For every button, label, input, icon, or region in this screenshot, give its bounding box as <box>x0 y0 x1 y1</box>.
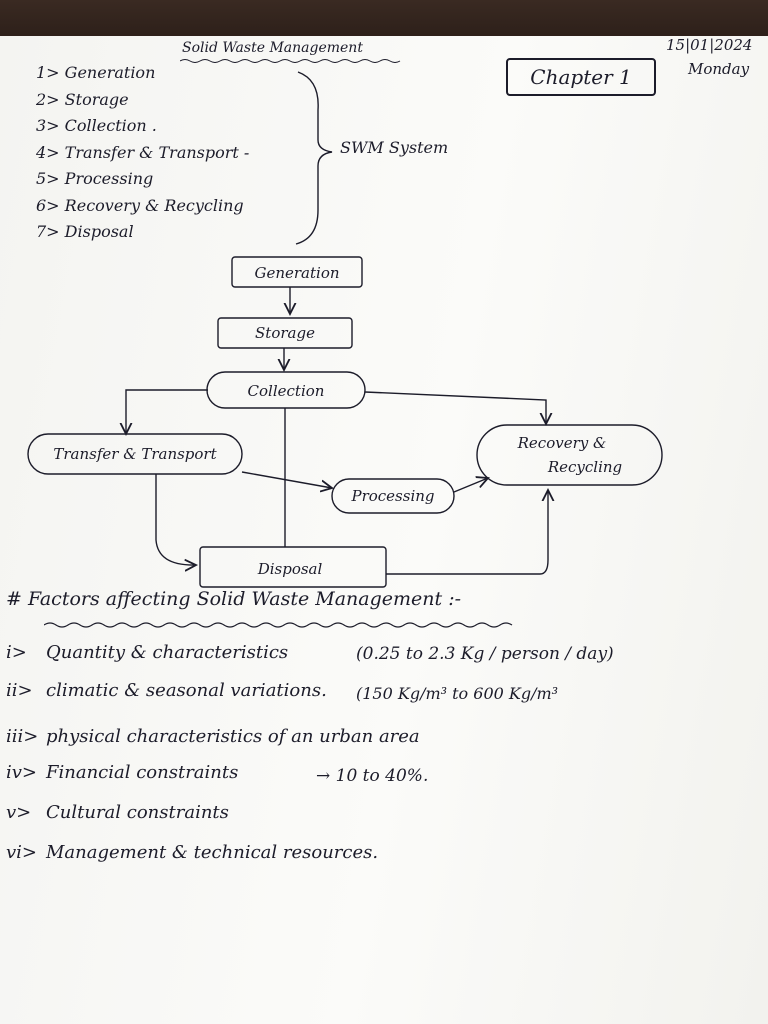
page-title: Solid Waste Management <box>182 40 363 56</box>
arrow-processing-recovery <box>453 478 488 493</box>
factor-number: i> <box>6 642 27 663</box>
factor-number: iii> <box>6 726 39 747</box>
factors-heading: # Factors affecting Solid Waste Manageme… <box>6 588 462 610</box>
factor-text: physical characteristics of an urban are… <box>46 726 420 747</box>
factor-text: Cultural constraints <box>46 802 229 823</box>
list-item: v> Cultural constraints <box>6 802 229 823</box>
list-item: 1> Generation <box>36 63 156 82</box>
page-day: Monday <box>688 60 750 78</box>
notebook-edge <box>0 0 768 40</box>
factor-text: Management & technical resources. <box>46 842 379 863</box>
disposal-label: Disposal <box>257 560 323 578</box>
factor-number: iv> <box>6 762 38 783</box>
factor-text: Financial constraints <box>46 762 239 783</box>
processing-label: Processing <box>350 487 434 505</box>
chapter-box: Chapter 1 <box>506 58 656 96</box>
transfer-box <box>27 433 243 475</box>
disposal-box <box>199 546 387 588</box>
factor-note: (0.25 to 2.3 Kg / person / day) <box>356 644 614 664</box>
list-item: ii> climatic & seasonal variations. <box>6 680 327 701</box>
title-underline <box>180 59 401 63</box>
arrow-collection-transfer <box>126 389 208 434</box>
chapter-label: Chapter 1 <box>530 65 632 89</box>
swm-elements-list: 1> Generation 2> Storage 3> Collection .… <box>36 60 249 246</box>
list-item: iii> physical characteristics of an urban… <box>6 726 420 747</box>
list-item: i> Quantity & characteristics <box>6 642 288 663</box>
list-item: 5> Processing <box>36 169 154 188</box>
recovery-label-line1: Recovery & <box>517 434 607 452</box>
heading-underline <box>44 622 513 628</box>
generation-box <box>231 256 363 288</box>
arrow-transfer-disposal <box>155 474 196 565</box>
swm-system-label: SWM System <box>340 138 449 157</box>
arrow-collection-recovery <box>364 391 546 424</box>
list-item: 4> Transfer & Transport - <box>36 142 250 162</box>
factor-text: Quantity & characteristics <box>46 642 289 663</box>
list-item: 7> Disposal <box>36 222 134 241</box>
factor-text: climatic & seasonal variations. <box>46 680 327 701</box>
generation-label: Generation <box>254 264 339 282</box>
list-item: 3> Collection . <box>36 116 157 135</box>
recovery-label-line2: Recycling <box>547 458 622 476</box>
storage-box <box>217 317 353 349</box>
recovery-box <box>476 424 663 486</box>
processing-box <box>331 478 455 514</box>
factor-number: ii> <box>6 680 33 701</box>
notebook-page <box>0 36 768 1024</box>
factor-note: (150 Kg/m³ to 600 Kg/m³ <box>356 684 559 703</box>
list-item: vi> Management & technical resources. <box>6 842 378 863</box>
storage-label: Storage <box>255 324 315 342</box>
transfer-label: Transfer & Transport <box>53 445 217 463</box>
list-item: 2> Storage <box>36 89 129 109</box>
factor-note: → 10 to 40%. <box>316 766 429 786</box>
factor-number: vi> <box>6 842 38 863</box>
collection-label: Collection <box>248 382 325 400</box>
list-item: iv> Financial constraints <box>6 762 238 783</box>
factor-number: v> <box>6 802 32 823</box>
arrow-transfer-processing <box>241 471 332 488</box>
list-item: 6> Recovery & Recycling <box>36 195 244 215</box>
curly-brace <box>295 71 333 245</box>
page-date: 15|01|2024 <box>666 36 753 54</box>
arrow-disposal-recovery <box>386 490 548 575</box>
